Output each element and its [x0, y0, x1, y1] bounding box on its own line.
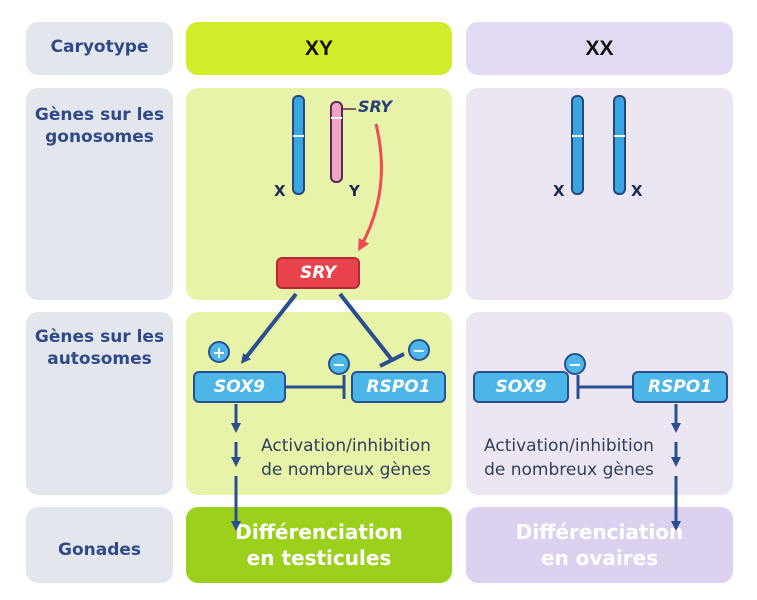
gene-sox9-box-xx: SOX9 — [473, 371, 569, 403]
chromosome-x1-xx — [571, 95, 584, 195]
row-label-gonades: Gonades — [57, 540, 142, 560]
sry-rspo1-inhibition-bar — [379, 352, 405, 368]
row-label-caryotype: Caryotype — [50, 37, 149, 57]
sry-locus-label: SRY — [358, 97, 392, 116]
sry-expression-arrow — [358, 123, 383, 252]
gene-rspo1-box-xy: RSPO1 — [351, 371, 446, 403]
row-label-autosomes-cell — [26, 312, 173, 495]
row-label-gonosomes-cell — [26, 88, 173, 300]
xx-gonad-cell: Différenciation en ovaires — [466, 507, 733, 583]
xy-note-line2: de nombreux gènes — [261, 460, 431, 480]
column-header-xy: XY — [186, 22, 452, 75]
row-label-autosomes-line2: autosomes — [47, 349, 152, 369]
xx-gonad-line2: en ovaires — [540, 546, 659, 570]
xx-note-line1: Activation/inhibition — [484, 436, 654, 456]
chromosome-label-x-xy: X — [274, 182, 286, 200]
gene-sox9-box-xy: SOX9 — [193, 371, 286, 403]
xy-gonad-line2: en testicules — [246, 546, 392, 570]
chromosome-x2-xx — [613, 95, 626, 195]
xy-autosomes-panel — [186, 312, 452, 495]
chromosome-x-xy — [292, 95, 305, 195]
row-label-caryotype-cell — [26, 22, 173, 75]
minus-sign-text-1: − — [412, 341, 425, 360]
plus-sign-text: + — [212, 343, 225, 362]
row-label-gonosomes-line2: gonosomes — [45, 127, 154, 147]
xx-gonosomes-panel — [466, 88, 733, 300]
xy-note-line1: Activation/inhibition — [261, 436, 431, 456]
minus-sign-text-3: − — [568, 355, 581, 374]
chromosome-label-x1-xx: X — [553, 182, 565, 200]
xx-autosomes-panel — [466, 312, 733, 495]
minus-icon-sox9-rspo1-xy: − — [328, 353, 350, 375]
sry-to-sox9-arrow — [240, 292, 298, 364]
xx-regulation-note: Activation/inhibition de nombreux gènes — [467, 434, 671, 482]
sry-to-rspo1-inhibition — [338, 292, 394, 362]
chromosome-y-xy — [330, 101, 356, 183]
row-label-autosomes-line1: Gènes sur les — [34, 327, 165, 347]
row-label-gonosomes-line1: Gènes sur les — [34, 105, 165, 125]
minus-icon-xx: − — [564, 353, 586, 375]
xx-gonad-line1: Différenciation — [515, 520, 684, 544]
row-label-gonosomes: Gènes sur les gonosomes — [26, 104, 173, 148]
row-label-gonades-cell — [26, 507, 173, 583]
chromosome-label-x2-xx: X — [631, 182, 643, 200]
plus-icon: + — [208, 341, 230, 363]
gene-sry-box: SRY — [276, 257, 360, 289]
row-label-autosomes: Gènes sur les autosomes — [26, 326, 173, 370]
minus-sign-text-2: − — [332, 355, 345, 374]
xy-gonad-cell: Différenciation en testicules — [186, 507, 452, 583]
gene-rspo1-box-xx: RSPO1 — [632, 371, 728, 403]
minus-icon-sry-rspo1: − — [408, 339, 430, 361]
xy-gonad-line1: Différenciation — [235, 520, 403, 544]
xx-note-line2: de nombreux gènes — [484, 460, 654, 480]
xy-regulation-note: Activation/inhibition de nombreux gènes — [244, 434, 448, 482]
chromosome-label-y-xy: Y — [349, 182, 360, 200]
column-header-xx: XX — [466, 22, 733, 75]
